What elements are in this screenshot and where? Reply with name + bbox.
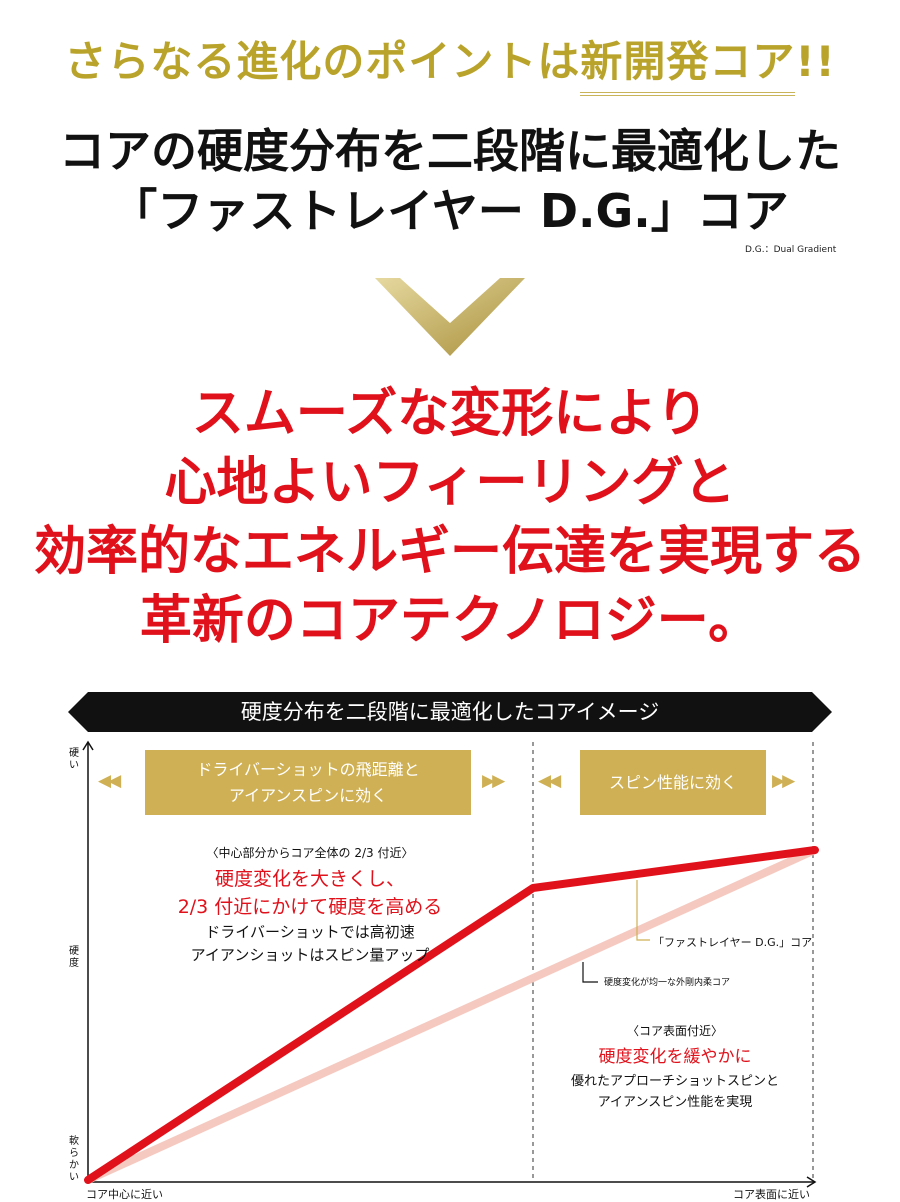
message-line: スムーズな変形により	[191, 384, 709, 444]
y-label-bottom: 軟らかい	[69, 1136, 79, 1183]
zone1-text: 〈中心部分からコア全体の 2/3 付近〉 硬度変化を大きくし、 2/3 付近にか…	[140, 842, 480, 967]
x-label-right: コア表面に近い	[733, 1188, 810, 1201]
arrow-right-icon: ▶▶	[772, 771, 795, 791]
zone2-range: 〈コア表面付近〉	[626, 1024, 723, 1038]
y-axis-arrow	[82, 740, 94, 751]
zone2-text: 〈コア表面付近〉 硬度変化を緩やかに 優れたアプローチショットスピンと アイアン…	[540, 1020, 810, 1113]
zone1-red: 硬度変化を大きくし、	[214, 868, 405, 890]
subhead-line2: 「ファストレイヤー D.G.」コア	[111, 184, 789, 238]
message-line: 心地よいフィーリングと	[164, 453, 736, 513]
y-label-middle: 硬度	[69, 946, 79, 969]
uniform-core-line	[86, 846, 817, 1184]
legend-uniform: 硬度変化が均一な外剛内柔コア	[604, 978, 731, 988]
dg-pointer	[636, 880, 650, 941]
message: スムーズな変形により 心地よいフィーリングと 効率的なエネルギー伝達を実現する …	[0, 380, 900, 656]
zone1-box-line: アイアンスピンに効く	[228, 785, 388, 805]
zone1-box: ドライバーショットの飛距離とアイアンスピンに効く	[145, 750, 471, 815]
arrow-right-icon: ▶▶	[482, 771, 505, 791]
arrow-left-icon: ◀◀	[98, 771, 121, 791]
uniform-pointer	[582, 962, 598, 983]
x-axis-arrow	[806, 1176, 817, 1188]
dg-core-line	[84, 846, 819, 1184]
arrow-left-icon: ◀◀	[538, 771, 561, 791]
headline: さらなる進化のポイントは新開発コア!!	[0, 28, 900, 96]
zone1-desc: ドライバーショットでは高初速	[205, 923, 415, 941]
zone2-desc: 優れたアプローチショットスピンと	[570, 1074, 779, 1089]
diagram-title: 硬度分布を二段階に最適化したコアイメージ	[68, 692, 832, 732]
zone2-box: スピン性能に効く	[580, 750, 766, 815]
headline-highlight: 新開発コア	[580, 37, 796, 96]
zone1-red: 2/3 付近にかけて硬度を高める	[177, 896, 443, 918]
message-line: 効率的なエネルギー伝達を実現する	[33, 522, 866, 582]
message-line: 革新のコアテクノロジー。	[139, 591, 761, 651]
legend-dg: 「ファストレイヤー D.G.」コア	[653, 936, 813, 949]
zone2-desc: アイアンスピン性能を実現	[597, 1095, 753, 1110]
y-label-top: 硬い	[69, 748, 79, 771]
dg-note: D.G.：Dual Gradient	[745, 245, 837, 255]
zone1-range: 〈中心部分からコア全体の 2/3 付近〉	[206, 846, 414, 860]
zone1-desc: アイアンショットはスピン量アップ	[190, 946, 430, 964]
x-label-left: コア中心に近い	[86, 1188, 163, 1201]
zone1-box-line: ドライバーショットの飛距離と	[196, 759, 420, 779]
headline-suffix: !!	[795, 37, 836, 86]
chevron-down-icon	[375, 278, 525, 356]
subhead-line1: コアの硬度分布を二段階に最適化した	[59, 124, 841, 178]
zone2-red: 硬度変化を緩やかに	[598, 1047, 752, 1067]
headline-prefix: さらなる進化のポイントは	[64, 37, 581, 86]
